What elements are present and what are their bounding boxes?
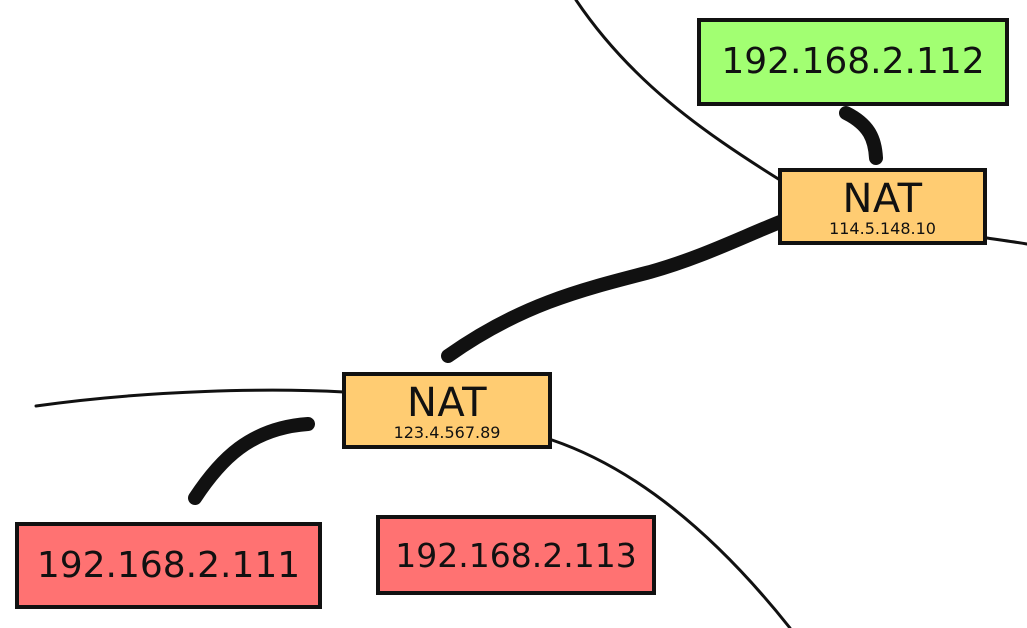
host-192-168-2-113-box: 192.168.2.113 <box>376 515 656 595</box>
host-192-168-2-111-box: 192.168.2.111 <box>15 522 322 609</box>
boundary-curve-right <box>985 236 1027 246</box>
link-host-112-to-nat-top <box>839 106 883 165</box>
nat-router-top: NAT 114.5.148.10 <box>778 168 987 245</box>
nat-title: NAT <box>406 379 488 426</box>
boundary-curve-left <box>34 388 346 408</box>
nat-public-ip: 123.4.567.89 <box>393 422 501 442</box>
nat-public-ip: 114.5.148.10 <box>829 218 936 238</box>
nat-title: NAT <box>842 175 923 222</box>
link-host-111-to-nat-bottom <box>188 417 315 505</box>
host-ip-label: 192.168.2.112 <box>721 41 985 82</box>
boundary-curve-bottom <box>550 438 792 628</box>
host-ip-label: 192.168.2.113 <box>395 535 637 575</box>
boundary-curve-top <box>574 0 782 182</box>
host-192-168-2-112-box: 192.168.2.112 <box>697 18 1009 106</box>
host-ip-label: 192.168.2.111 <box>36 544 301 586</box>
nat-router-bottom: NAT 123.4.567.89 <box>342 372 552 449</box>
link-nat-top-to-nat-bottom <box>441 215 787 363</box>
